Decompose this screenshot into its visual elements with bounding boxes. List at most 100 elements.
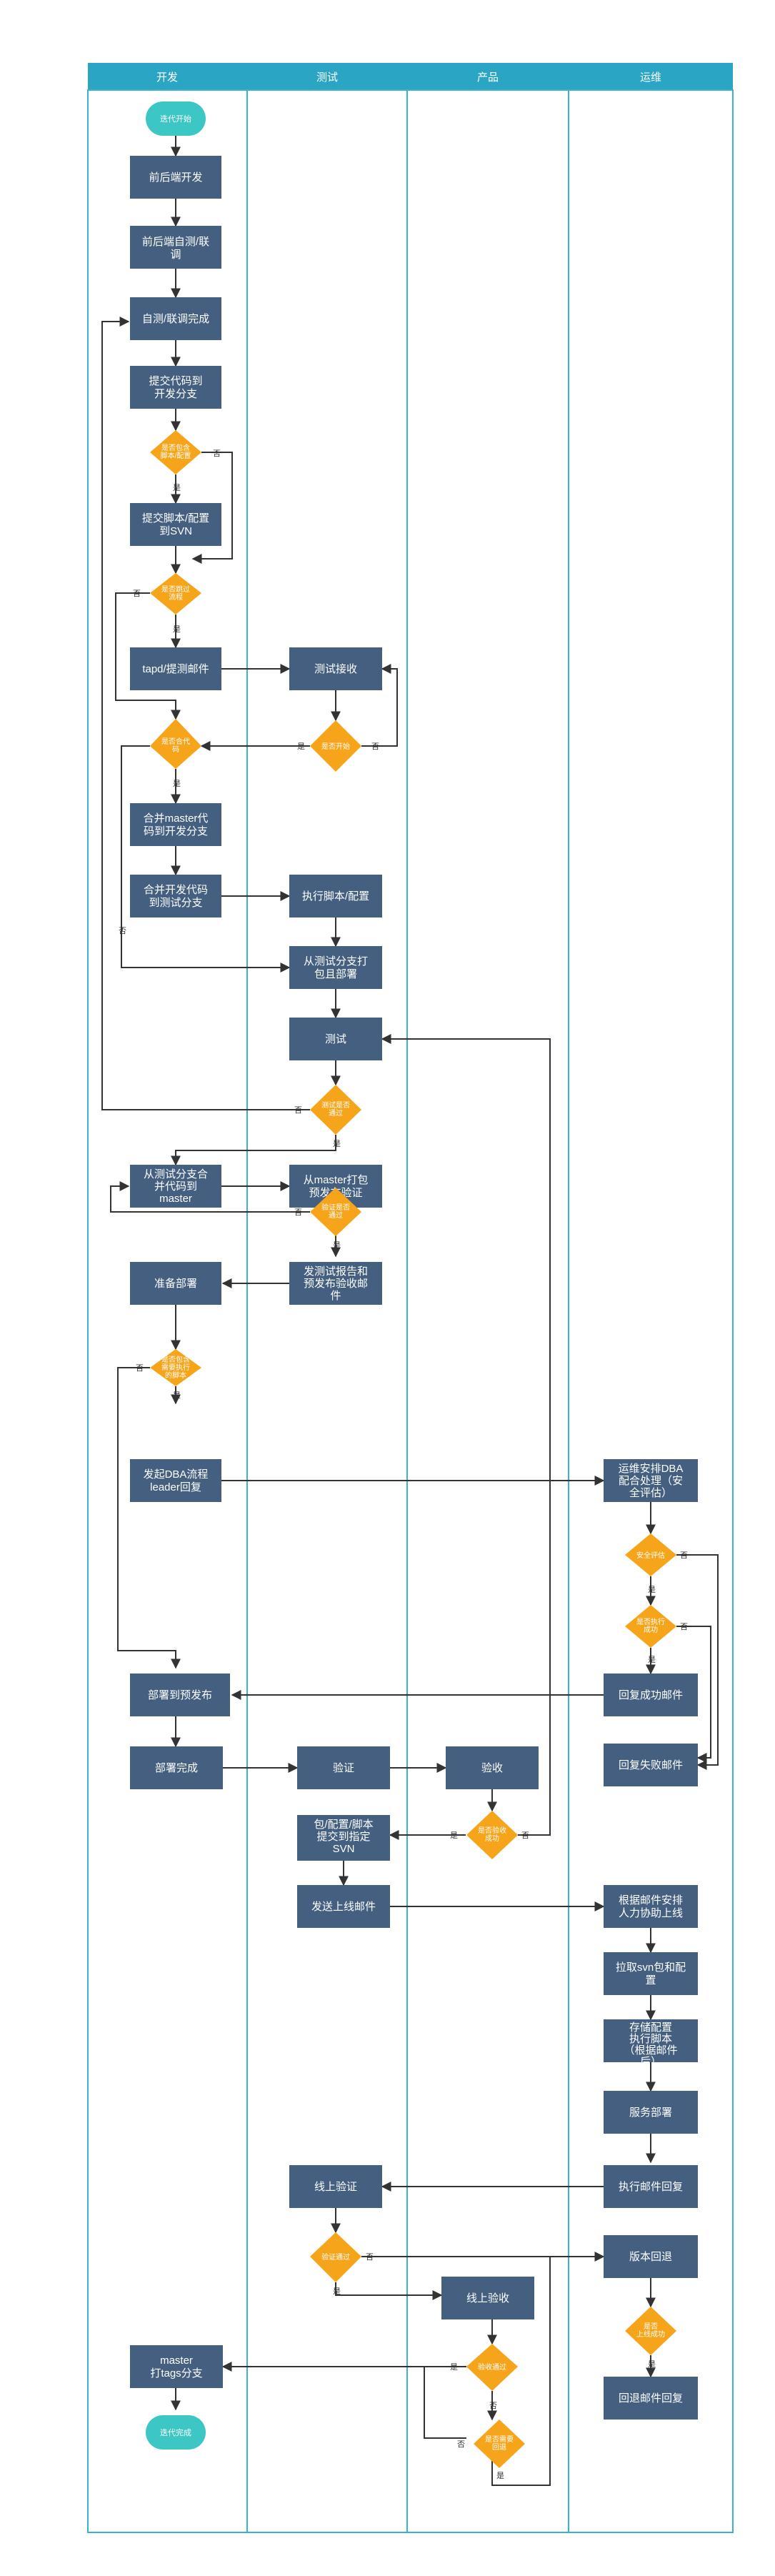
node-fail-mail-label: 回复失败邮件	[619, 1759, 683, 1771]
label-no: 否	[119, 927, 126, 935]
lane-dev	[87, 89, 248, 2533]
node-need-dba-label: 是否包含需要执行的脚本	[161, 1355, 190, 1380]
label-no: 否	[213, 449, 221, 458]
label-no: 否	[371, 742, 379, 751]
label-no: 否	[294, 1208, 302, 1217]
node-ops-dba	[604, 1459, 698, 1502]
node-send-online-label: 发送上线邮件	[311, 1901, 376, 1913]
lane-test	[246, 89, 408, 2533]
node-test-pass	[310, 1085, 361, 1135]
lane-header-bar	[88, 63, 733, 90]
node-exec-scripts-label: 存储配置执行脚本（根据邮件后）	[624, 2021, 677, 2068]
label-no: 否	[136, 1364, 144, 1373]
node-fe-be-dev-label: 前后端开发	[149, 171, 202, 184]
node-send-report	[289, 1262, 382, 1305]
node-is-online-label: 是否上线成功	[636, 2322, 665, 2339]
node-merge-test-label: 合并开发代码到测试分支	[144, 884, 208, 909]
node-need-rollback	[474, 2420, 525, 2468]
node-self-test	[130, 226, 221, 269]
label-yes: 是	[173, 1391, 181, 1400]
node-safety-label: 安全评估	[636, 1551, 665, 1560]
product-nodes: 验收 是否验收成功 线上验收 验收通过 是否需要回退	[441, 1746, 539, 2468]
label-yes: 是	[496, 2471, 504, 2480]
node-self-test-label: 前后端自测/联调	[142, 236, 209, 261]
test-nodes: 测试接收 是否开始 执行脚本/配置 从测试分支打包且部署 测试 测试是否通过 从…	[289, 647, 390, 2282]
node-exec-ok-label: 是否执行成功	[636, 1617, 665, 1634]
node-send-report-label: 发测试报告和预发布验收邮件	[304, 1265, 368, 1302]
label-yes: 是	[648, 1655, 656, 1664]
node-rollback-mail-label: 回退邮件回复	[619, 2392, 683, 2405]
lane-header-test: 测试	[316, 71, 338, 84]
label-yes: 是	[333, 2287, 341, 2296]
node-merge-test	[130, 875, 221, 917]
label-no: 否	[680, 1551, 688, 1560]
label-yes: 是	[333, 1240, 341, 1250]
label-yes: 是	[173, 779, 181, 788]
node-verify-pass	[310, 2232, 361, 2282]
lane-header-ops: 运维	[640, 71, 661, 84]
node-submit-svn-label: 提交脚本/配置到SVN	[142, 512, 209, 537]
node-submit-code-label: 提交代码到开发分支	[149, 374, 202, 400]
node-start-test-label: 是否开始	[321, 742, 350, 751]
node-fail-mail	[604, 1744, 698, 1786]
node-start-test	[310, 720, 361, 772]
node-pkg-svn	[297, 1815, 390, 1861]
node-success-mail	[604, 1674, 698, 1716]
lane-header-dev: 开发	[156, 71, 178, 84]
node-verify-label: 验证	[333, 1762, 354, 1774]
node-test-receive	[289, 647, 382, 690]
node-deploy-done	[130, 1746, 223, 1789]
label-no: 否	[680, 1623, 688, 1631]
node-rollback-label: 版本回退	[629, 2251, 672, 2263]
node-exec-reply	[604, 2165, 698, 2208]
node-rollback-mail	[604, 2377, 698, 2420]
node-self-test-done	[130, 297, 221, 340]
node-pull-svn-label: 拉取svn包和配置	[616, 1961, 686, 1986]
label-yes: 是	[648, 2359, 656, 2369]
label-no: 否	[294, 1106, 302, 1115]
node-need-dba	[150, 1349, 201, 1386]
node-rollback	[604, 2235, 698, 2278]
branch-labels: 否 是 否 是 是 否 是 否 否 是 否 是 否 是 否 是 否 是 是 否 …	[119, 449, 688, 2480]
node-accept	[446, 1746, 539, 1789]
node-verify-pass-label: 验证通过	[321, 2252, 350, 2262]
node-ops-online-label: 根据邮件安排人力协助上线	[619, 1894, 683, 1919]
node-has-script	[150, 430, 201, 474]
label-yes: 是	[333, 1139, 341, 1148]
node-service-deploy	[604, 2091, 698, 2134]
node-pre-pass	[310, 1188, 361, 1236]
label-yes: 是	[297, 742, 305, 751]
node-accept-ok	[466, 1811, 518, 1859]
node-merge-master-label: 合并master代码到开发分支	[144, 812, 209, 837]
node-test-receive-label: 测试接收	[314, 663, 357, 675]
node-end-label: 迭代完成	[160, 2427, 191, 2437]
node-is-online	[625, 2307, 676, 2355]
node-send-online	[297, 1885, 390, 1928]
node-exec-reply-label: 执行邮件回复	[619, 2180, 683, 2193]
node-testing-label: 测试	[325, 1033, 346, 1045]
label-yes: 是	[648, 1585, 656, 1594]
node-online-accept	[441, 2277, 534, 2319]
label-no: 否	[133, 590, 141, 598]
node-deploy-done-label: 部署完成	[155, 1762, 198, 1774]
node-pre-pass-label: 验证是否通过	[321, 1203, 350, 1220]
node-accept-label: 验收	[481, 1762, 503, 1774]
node-need-rollback-label: 是否需要回退	[485, 2435, 514, 2452]
node-exec-script-label: 执行脚本/配置	[302, 890, 369, 902]
label-yes: 是	[450, 2362, 458, 2372]
node-submit-code	[130, 366, 221, 409]
connectors	[101, 136, 719, 2486]
node-merged	[150, 719, 201, 769]
node-merged-label: 是否合代码	[161, 737, 190, 754]
node-success-mail-label: 回复成功邮件	[619, 1689, 683, 1701]
node-build-deploy	[289, 946, 382, 989]
node-online-verify	[289, 2165, 382, 2208]
node-dba-flow	[130, 1459, 221, 1502]
node-master-tag	[130, 2345, 223, 2388]
node-exec-scripts	[604, 2019, 698, 2062]
node-build-deploy-label: 从测试分支打包且部署	[304, 955, 368, 980]
